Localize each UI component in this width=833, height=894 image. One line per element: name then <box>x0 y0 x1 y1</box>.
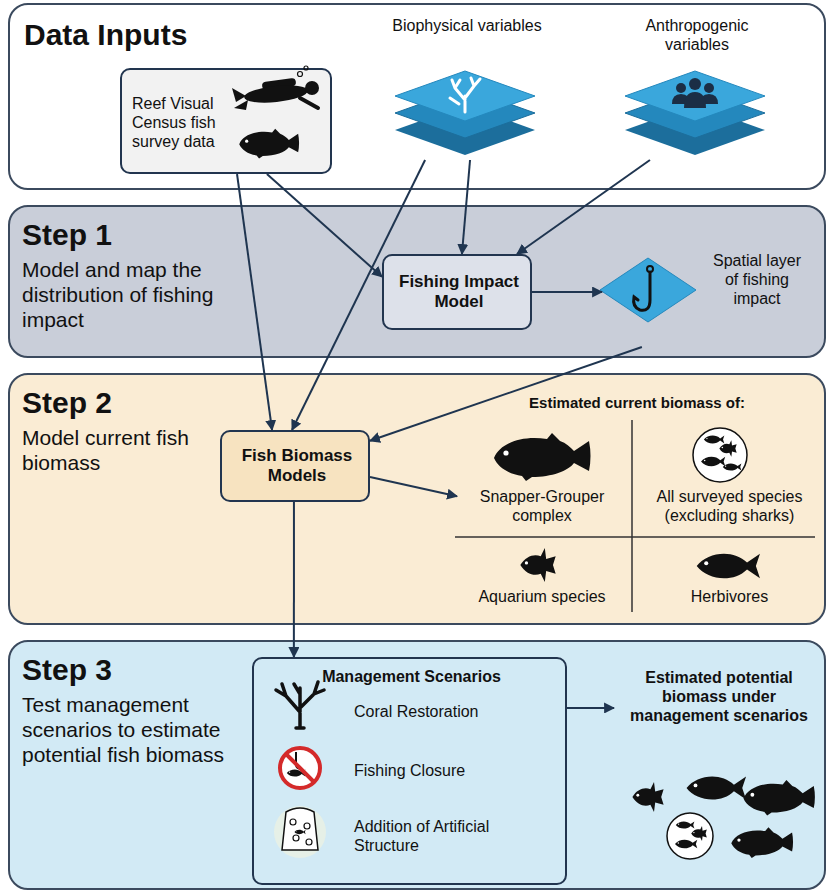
node-heading: All surveyed species (excluding sharks) <box>642 487 817 525</box>
diver-icon <box>232 66 319 110</box>
node-heading: Fish Biomass Models <box>228 446 366 487</box>
flow-arrow <box>292 160 425 430</box>
flow-arrow <box>267 174 382 277</box>
node-heading: Data Inputs <box>24 17 284 53</box>
node-heading: Estimated current biomass of: <box>452 394 822 412</box>
biomass-category: All surveyed species (excluding sharks) <box>642 430 817 532</box>
node-heading: Step 3 <box>22 652 222 688</box>
biomass-group: Estimated current biomass of: Snapper-Gro… <box>452 394 822 619</box>
flow-arrow <box>370 477 457 496</box>
biomass-category: Aquarium species <box>457 547 627 613</box>
potential-biomass-icons <box>632 776 814 859</box>
node-text: Addition of Artificial Structure <box>354 817 506 855</box>
layer-stack-icon <box>625 71 765 155</box>
node-heading: Herbivores <box>642 587 817 606</box>
aquarium-fish-icon <box>520 548 555 582</box>
artificial-reef-icon <box>274 806 326 858</box>
no-fishing-icon <box>280 748 320 788</box>
step-band: Step 3 Test management scenarios to estim… <box>8 640 826 890</box>
coral-icon <box>276 682 324 728</box>
node-text: Test management scenarios to estimate po… <box>22 692 247 768</box>
data-layer: Anthropogenic variables <box>617 14 777 160</box>
node-heading: Anthropogenic variables <box>617 16 777 54</box>
data-layer: Biophysical variables <box>387 14 547 160</box>
data-source-box: Reef Visual Census fish survey data <box>120 68 332 174</box>
flow-arrow <box>237 174 272 430</box>
node-heading: Management Scenarios <box>254 667 569 686</box>
node-heading: Estimated potential biomass under manage… <box>614 668 824 726</box>
node-heading: Biophysical variables <box>387 16 547 35</box>
herbivore-fish-icon <box>697 554 760 579</box>
node-heading: Step 2 <box>22 385 222 421</box>
node-heading: Reef Visual Census fish survey data <box>132 94 234 152</box>
scenario-box: Management ScenariosCoral RestorationFis… <box>252 657 567 885</box>
biomass-category: Herbivores <box>642 547 817 613</box>
flow-arrow <box>293 502 295 657</box>
node-text: Fishing Closure <box>354 761 554 780</box>
species-group-icon <box>693 428 747 482</box>
node-text: Model current fish biomass <box>22 425 202 475</box>
grouper-icon <box>239 129 299 159</box>
node-heading: Aquarium species <box>457 587 627 606</box>
node-heading: Spatial layer of fishing impact <box>707 251 807 309</box>
biomass-category: Snapper-Grouper complex <box>457 430 627 532</box>
flow-arrow <box>370 347 642 441</box>
node-heading: Step 1 <box>22 217 222 253</box>
outcome-label: Estimated potential biomass under manage… <box>614 664 824 759</box>
model-box: Fishing Impact Model <box>382 254 532 330</box>
layer-stack-icon <box>395 71 535 155</box>
flow-arrow <box>462 160 470 254</box>
node-heading: Fishing Impact Model <box>390 272 528 313</box>
step-band: Step 2 Model current fish biomass Fish Bio… <box>8 373 826 625</box>
flow-arrow <box>517 160 650 254</box>
node-heading: Snapper-Grouper complex <box>457 487 627 525</box>
node-text: Model and map the distribution of fishin… <box>22 257 237 333</box>
spatial-layer: Spatial layer of fishing impact <box>602 237 812 347</box>
node-text: Coral Restoration <box>354 702 554 721</box>
input-band: Data InputsReef Visual Census fish surve… <box>8 3 826 190</box>
flow-arrow <box>532 291 602 293</box>
quadrant-divider <box>455 420 815 612</box>
fishing-impact-layer-icon <box>600 258 696 322</box>
flow-arrow <box>567 707 614 709</box>
model-box: Fish Biomass Models <box>220 430 370 502</box>
grouper-icon <box>494 433 591 481</box>
step-band: Step 1 Model and map the distribution of … <box>8 205 826 358</box>
